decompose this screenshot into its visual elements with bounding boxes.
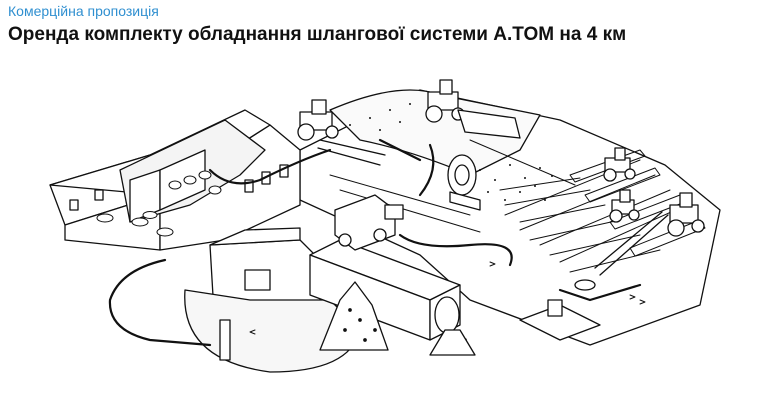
- hose-lines: [110, 140, 640, 345]
- tractor-right-bottom: [595, 193, 704, 275]
- storage-tank: [185, 228, 360, 372]
- page-title: Оренда комплекту обладнання шлангової си…: [8, 24, 627, 45]
- flow-arrows: [250, 262, 645, 334]
- tractor-right-middle: [610, 190, 639, 222]
- tractor-top-center: [426, 80, 520, 138]
- field-furrows: [330, 140, 680, 272]
- proposal-subtitle: Комерційна пропозиція: [8, 3, 159, 19]
- hose-reel: [448, 155, 480, 210]
- pump-unit: [335, 195, 403, 250]
- farm-hose-system-illustration: [0, 60, 757, 419]
- barn: [50, 110, 300, 250]
- barn-animals: [97, 171, 221, 236]
- separator-container: [310, 240, 460, 340]
- lagoon-pump: [520, 280, 600, 340]
- tractor-top-left: [298, 100, 385, 165]
- manure-pile: [320, 282, 475, 355]
- tractor-right-top: [604, 148, 635, 181]
